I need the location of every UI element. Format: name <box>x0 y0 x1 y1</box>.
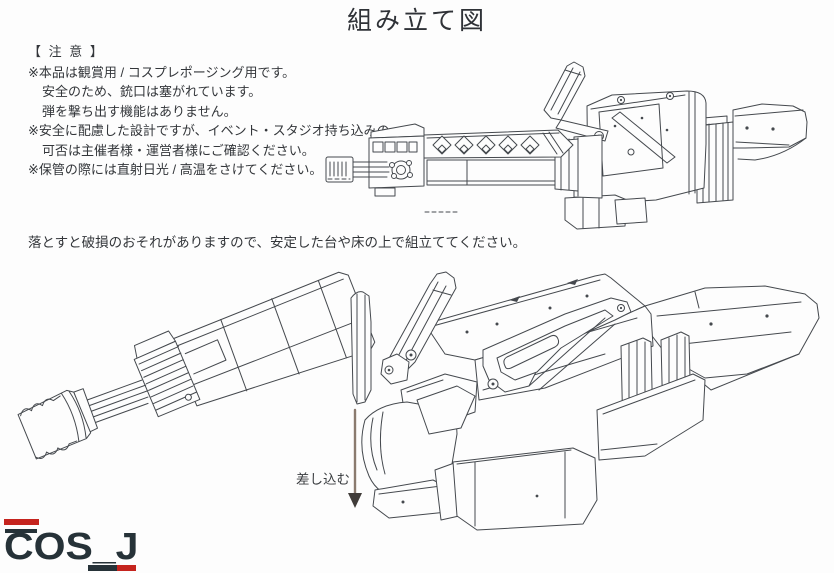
logo-red-bottom-bar <box>117 565 136 571</box>
notice-line: ※安全に配慮した設計ですが、イベント・スタジオ持ち込みの <box>28 123 390 138</box>
logo-overline-bar <box>5 529 37 533</box>
notice-line: ※保管の際には直射日光 / 高温をさけてください。 <box>28 162 323 177</box>
notice-block: 【 注 意 】 ※本品は観賞用 / コスプレポージング用です。 安全のため、銃口… <box>28 42 390 180</box>
brand-logo: COS_J <box>4 518 164 573</box>
page-title: 組み立て図 <box>346 7 487 35</box>
logo-red-top-bar <box>4 519 39 525</box>
assembled-view-drawing <box>325 61 808 230</box>
exploded-view-drawing <box>17 271 820 531</box>
logo-wordmark: COS_J <box>4 525 139 568</box>
notice-heading: 【 注 意 】 <box>28 44 105 59</box>
notice-line: 弾を撃ち出す機能はありません。 <box>42 103 237 119</box>
insert-direction-label: 差し込む <box>296 472 350 487</box>
notice-line: ※本品は観賞用 / コスプレポージング用です。 <box>28 64 296 80</box>
notice-line: 安全のため、銃口は塞がれています。 <box>42 84 262 99</box>
notice-line: 可否は主催者様・運営者様にご確認ください。 <box>42 142 315 158</box>
logo-dark-bottom-bar <box>88 565 117 571</box>
caution-line: 落とすと破損のおそれがありますので、安定した台や床の上で組立ててください。 <box>28 235 527 250</box>
